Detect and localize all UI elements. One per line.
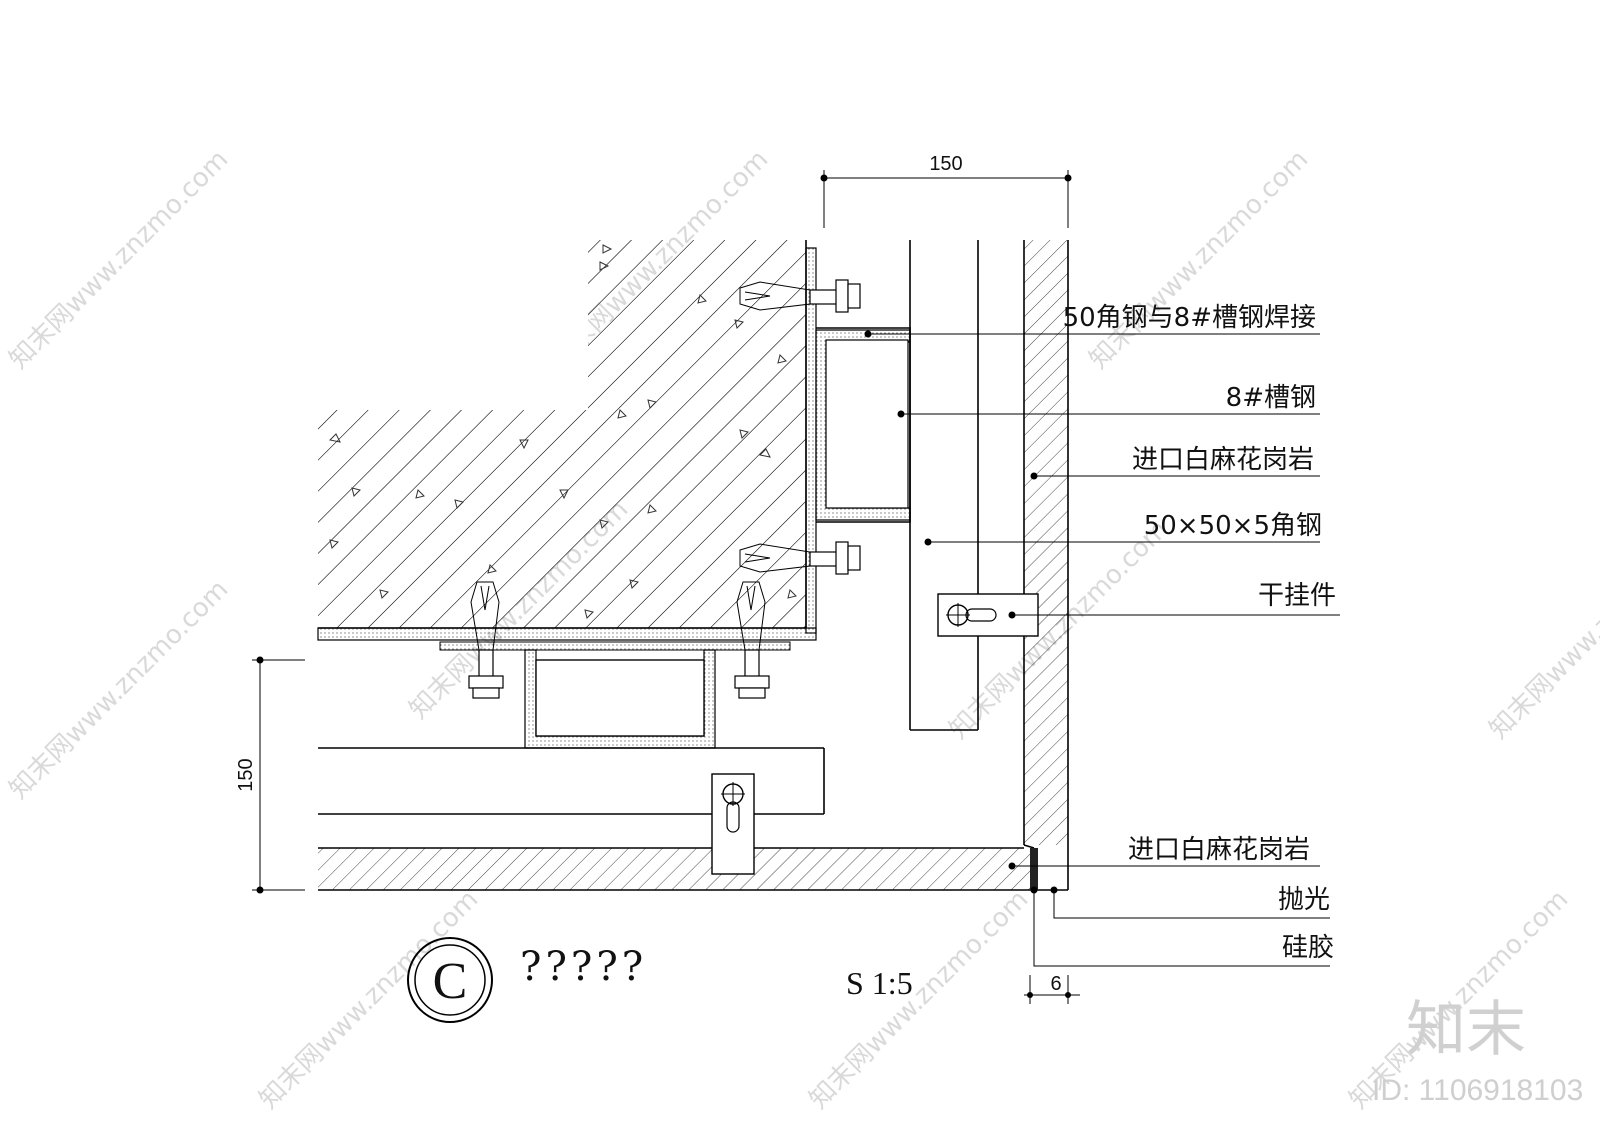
dimension-top: 150	[820, 153, 1072, 228]
leader-hanger: 干挂件	[1008, 581, 1340, 619]
anchor-bolt	[468, 581, 504, 699]
detail-marker: C	[407, 937, 493, 1023]
watermark-text: 知末网www.znzmo.com	[4, 144, 235, 375]
leader-silicone: 硅胶	[1030, 886, 1334, 967]
watermark-text: 知末网www.znzmo.com	[804, 884, 1035, 1115]
label-polish: 抛光	[1278, 885, 1330, 915]
watermark-text: 知末网www.znzmo.com	[4, 574, 235, 805]
label-channel: 8#槽钢	[1226, 383, 1316, 413]
anchor-bolt	[739, 279, 861, 313]
anchor-bolt	[739, 541, 861, 575]
leader-weld: 50角钢与8#槽钢焊接	[864, 303, 1320, 338]
watermark-text: 知末网www.znzmo.com	[1484, 514, 1600, 745]
label-weld: 50角钢与8#槽钢焊接	[1063, 303, 1316, 333]
drawing-scale: S 1:5	[846, 965, 913, 1001]
dimension-gap-value: 6	[1050, 973, 1061, 995]
watermark-logo: 知末	[1406, 995, 1526, 1065]
watermark-id: ID: 1106918103	[1372, 1074, 1583, 1107]
dimension-left-value: 150	[235, 758, 257, 791]
leader-angle: 50×50×5角钢	[924, 511, 1322, 546]
dimension-gap: 6	[1024, 973, 1080, 1004]
leader-granite-top: 进口白麻花岗岩	[1030, 445, 1320, 480]
concrete-structure	[318, 240, 807, 629]
dry-hang-clip	[937, 593, 1039, 637]
channel-steel-vertical	[815, 327, 911, 523]
silicone-joint	[1030, 848, 1038, 890]
label-granite-top: 进口白麻花岗岩	[1132, 445, 1314, 475]
label-silicone: 硅胶	[1282, 933, 1334, 963]
dimension-left: 150	[235, 656, 305, 894]
embedded-plate-horizontal	[317, 627, 817, 651]
embedded-plate-vertical	[805, 247, 817, 634]
granite-panel-horizontal	[318, 844, 1068, 891]
detail-title: ?????	[520, 944, 647, 990]
dimension-top-value: 150	[929, 153, 962, 175]
label-hanger: 干挂件	[1258, 581, 1336, 611]
dry-hang-clip	[711, 773, 755, 875]
leader-channel: 8#槽钢	[897, 383, 1320, 418]
watermark-text: 知末网www.znzmo.com	[1084, 144, 1315, 375]
leader-polish: 抛光	[1050, 885, 1330, 919]
detail-mark-letter: C	[433, 953, 468, 1010]
leader-granite-bottom: 进口白麻花岗岩	[1008, 835, 1320, 870]
label-angle: 50×50×5角钢	[1144, 511, 1322, 541]
angle-steel-vertical	[909, 240, 979, 731]
channel-steel-horizontal	[524, 649, 716, 749]
label-granite-bottom: 进口白麻花岗岩	[1128, 835, 1310, 865]
anchor-bolt	[734, 581, 770, 699]
granite-panel-vertical	[1023, 240, 1069, 890]
